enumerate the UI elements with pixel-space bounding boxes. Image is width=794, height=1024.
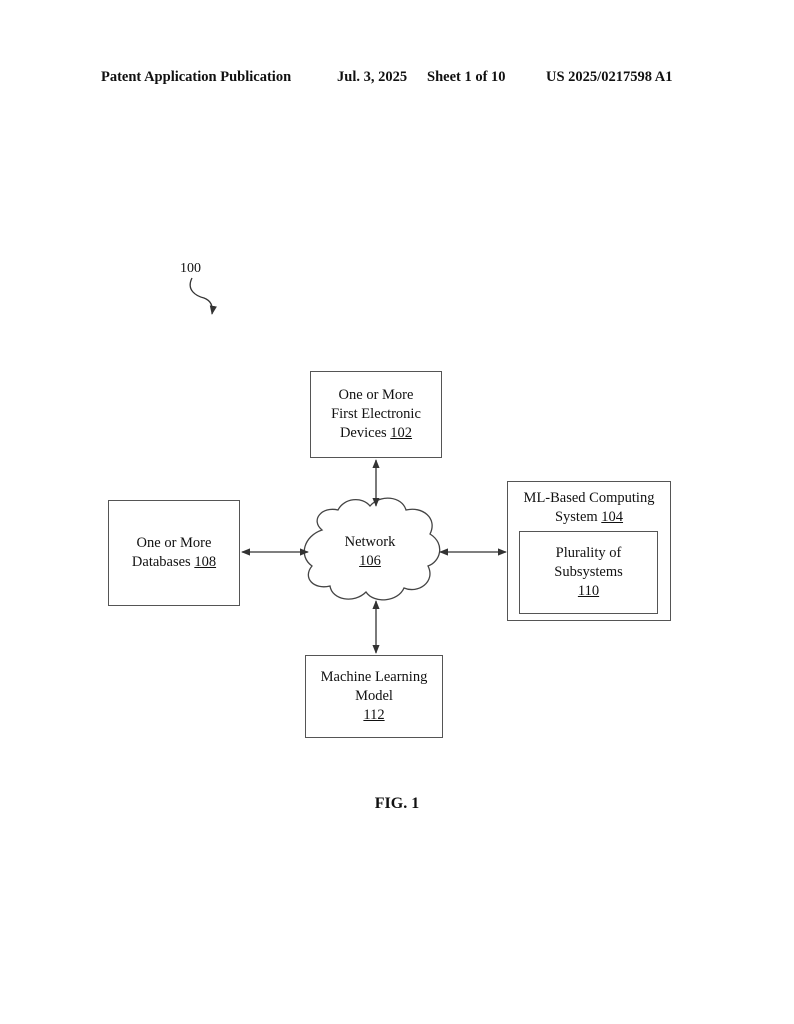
publication-type: Patent Application Publication [101, 69, 292, 85]
ml-model-line-1: Machine Learning [320, 669, 428, 685]
subsystems-box: Plurality of Subsystems 110 [519, 531, 658, 614]
network-name: Network [344, 534, 396, 550]
devices-line-1: One or More [338, 387, 414, 403]
network-cloud-shape [303, 497, 441, 601]
ml-system-ref: 104 [601, 509, 624, 525]
devices-line-2: First Electronic [331, 406, 421, 422]
machine-learning-model-box: Machine Learning Model 112 [305, 655, 443, 738]
patent-number: US 2025/0217598 A1 [546, 69, 673, 85]
figure-reference-number: 100 [180, 261, 201, 276]
network-ref: 106 [359, 553, 381, 569]
ml-based-computing-system-box: ML-Based Computing System 104 [507, 481, 671, 621]
figure-caption: FIG. 1 [374, 795, 420, 812]
databases-line-1: One or More [136, 535, 212, 551]
devices-ref: 102 [390, 425, 413, 441]
databases-ref: 108 [194, 554, 217, 570]
reference-leader-arrow [189, 277, 217, 315]
network-label: Network 106 [322, 533, 418, 571]
sheet-number: Sheet 1 of 10 [427, 69, 506, 85]
subsystems-line-2: Subsystems [554, 564, 623, 580]
first-electronic-devices-box: One or More First Electronic Devices 102 [310, 371, 442, 458]
page-header: Patent Application Publication Jul. 3, 2… [0, 69, 794, 89]
ml-model-line-2: Model [355, 688, 393, 704]
devices-line-3: Devices 102 [339, 425, 413, 441]
subsystems-line-1: Plurality of [555, 545, 622, 561]
ml-system-line-1: ML-Based Computing [523, 490, 655, 506]
databases-line-2: Databases 108 [131, 554, 217, 570]
subsystems-ref: 110 [577, 583, 600, 599]
ml-model-ref: 112 [363, 707, 385, 723]
ml-system-line-2: System 104 [554, 509, 624, 525]
databases-box: One or More Databases 108 [108, 500, 240, 606]
publication-date: Jul. 3, 2025 [337, 69, 408, 85]
